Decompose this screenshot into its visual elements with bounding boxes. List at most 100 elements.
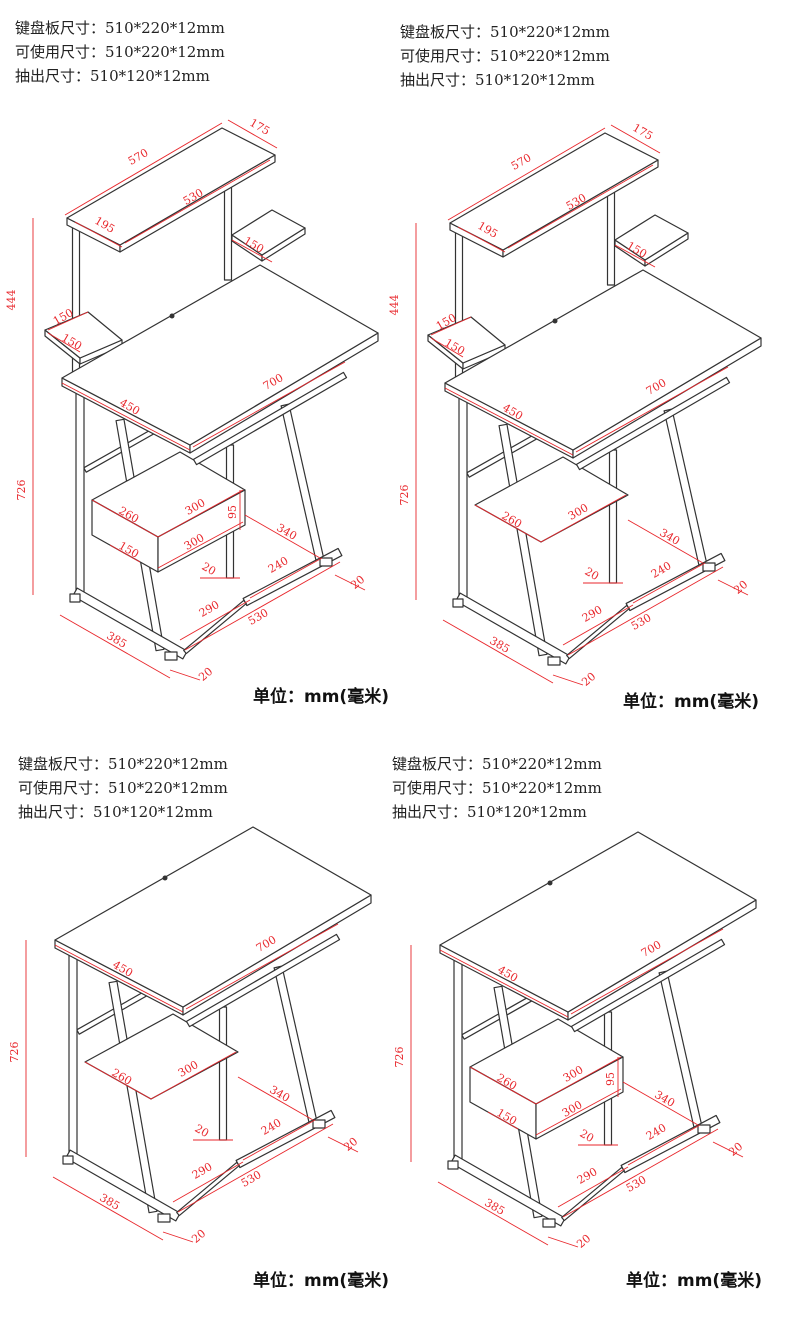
grommet-hole [169, 313, 175, 319]
grommet-hole [552, 318, 558, 324]
dimension-line-hutch-side [457, 226, 506, 253]
dimension-line-side-shelf-l1 [430, 316, 472, 336]
dimension-line-base-r [249, 557, 323, 599]
dimension-line-base-depth [52, 1176, 164, 1241]
dimension-label-foot-r: 20 [731, 578, 750, 597]
foot [164, 651, 178, 661]
dimension-line-base-r [632, 562, 706, 604]
left-front-post [453, 951, 463, 1160]
dimension-line-top-depth [54, 944, 184, 1013]
dimension-line-hutch-width [64, 122, 223, 216]
dimension-label-foot-r: 20 [348, 573, 367, 592]
keyboard-tray [575, 376, 731, 471]
spec-line: 抽出尺寸：510*120*12mm [15, 67, 210, 85]
hutch-shelf [66, 127, 276, 246]
bottom-rail [183, 599, 247, 655]
dimension-line-hutch-width [447, 127, 606, 221]
dimension-line-hutch-depth [610, 124, 661, 154]
spec-line: 抽出尺寸：510*120*12mm [400, 71, 595, 89]
desktop [54, 826, 372, 1008]
foot [697, 1124, 711, 1134]
foot [312, 1119, 326, 1129]
dimension-line-foot-r [327, 1136, 359, 1153]
right-base-rail [625, 552, 726, 612]
dimension-line-base-width [184, 561, 341, 651]
bottom-rail [566, 604, 630, 660]
dimension-label-post: 20 [192, 1122, 211, 1140]
foot [319, 557, 333, 567]
dimension-label-base-width: 530 [624, 1173, 649, 1195]
left-front-post [458, 389, 468, 598]
specs-panel-4: 键盘板尺寸：510*220*12mm 可使用尺寸：510*220*12mm 抽出… [392, 752, 602, 824]
dimension-label-hutch-width: 570 [126, 146, 151, 168]
dimension-line-foot-r [712, 1141, 744, 1158]
dimension-line-drawer-front [535, 1088, 622, 1136]
left-base-rail [72, 587, 188, 660]
dimension-label-shelf-span: 340 [652, 1088, 677, 1110]
lower-shelf [474, 456, 629, 543]
left-base-rail [455, 592, 571, 665]
unit-label-2: 单位：mm(毫米) [623, 692, 759, 712]
foot [702, 562, 716, 572]
dimension-line-base-width [562, 1128, 719, 1218]
dimension-line-shelf-width [535, 1056, 622, 1105]
dimension-label-hutch-height: 444 [5, 290, 18, 311]
dimension-line-foot-l [547, 1236, 579, 1248]
spec-line: 键盘板尺寸：510*220*12mm [400, 23, 610, 41]
foot [452, 598, 464, 608]
dimension-line-shelf-width [150, 1051, 237, 1100]
dimension-label-base-gap: 290 [580, 603, 605, 625]
dimension-label-shelf-span: 340 [657, 526, 682, 548]
spec-line: 抽出尺寸：510*120*12mm [18, 803, 213, 821]
foot [447, 1160, 459, 1170]
drawer-front [157, 489, 246, 573]
dimension-line-drawer-front [157, 521, 244, 569]
desktop [444, 269, 762, 451]
keyboard-tray [185, 933, 341, 1028]
grommet-hole [547, 880, 553, 886]
foot [547, 656, 561, 666]
right-rear-post [218, 1006, 228, 1141]
foot [62, 1155, 74, 1165]
foot [542, 1218, 556, 1228]
specs-panel-1: 键盘板尺寸：510*220*12mm 可使用尺寸：510*220*12mm 抽出… [15, 16, 225, 88]
dimension-label-base-r: 240 [649, 559, 674, 581]
dimension-line-shelf-span [622, 1081, 699, 1126]
desktop [439, 831, 757, 1013]
dimension-label-desk-height: 726 [393, 1047, 406, 1068]
dimension-line-side-shelf-l2 [47, 332, 81, 353]
side-shelf-right [231, 209, 306, 256]
dimension-line-base-r [627, 1124, 701, 1166]
dimension-line-top-width [575, 366, 729, 453]
dimension-label-foot-r: 20 [726, 1140, 745, 1159]
dimension-label-base-r: 240 [644, 1121, 669, 1143]
spec-line: 键盘板尺寸：510*220*12mm [18, 755, 228, 773]
grommet-hole [162, 875, 168, 881]
dimension-label-post: 20 [577, 1127, 596, 1145]
dimension-line-drawer-pull [487, 1111, 519, 1130]
dimension-line-base-gap [562, 604, 634, 646]
dimension-line-top-depth [444, 387, 574, 456]
dimension-line-top-width [185, 923, 339, 1010]
right-base-rail [620, 1114, 721, 1174]
dimension-line-shelf-span [244, 514, 321, 559]
side-shelf-right [614, 214, 689, 261]
dimension-label-hutch-height: 444 [388, 295, 401, 316]
left-front-post [68, 946, 78, 1155]
desktop [61, 264, 379, 446]
dimension-line-foot-l [162, 1231, 194, 1243]
spec-line: 可使用尺寸：510*220*12mm [392, 779, 602, 797]
dimension-label-base-r: 240 [259, 1116, 284, 1138]
left-base-rail [65, 1149, 181, 1222]
dimension-line-shelf-depth [474, 504, 542, 543]
dimension-line-hutch-side [74, 221, 123, 248]
right-base-rail [235, 1109, 336, 1169]
dimension-label-drawer-height: 95 [604, 1072, 617, 1086]
dimension-line-foot-l [169, 669, 201, 681]
spec-line: 抽出尺寸：510*120*12mm [392, 803, 587, 821]
dimension-line-side-shelf-l1 [47, 311, 89, 331]
